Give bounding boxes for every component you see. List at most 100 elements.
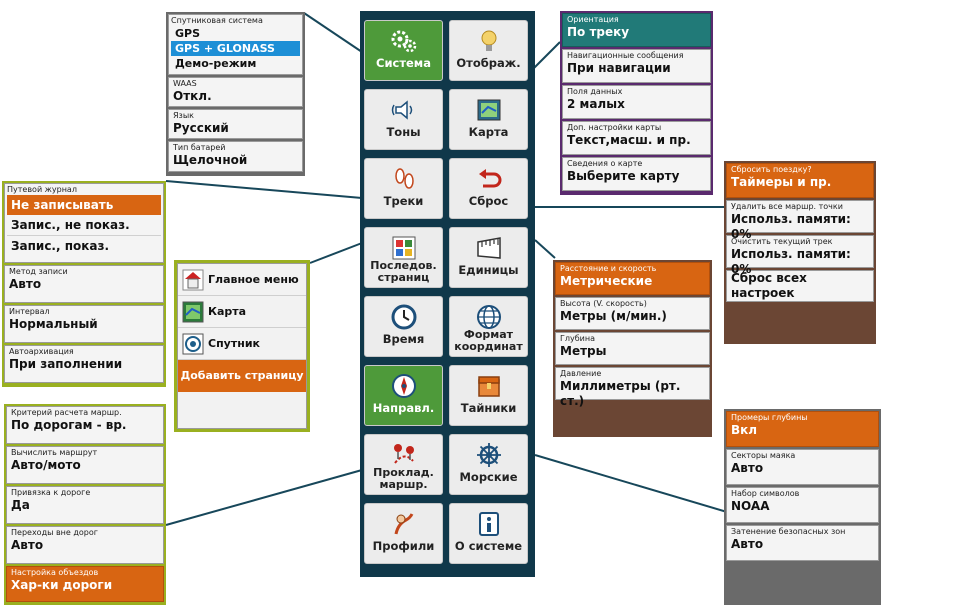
ruler-icon <box>476 237 501 259</box>
tile-coordinate-format[interactable]: Формат координат <box>449 296 528 357</box>
off-road-transitions-setting[interactable]: Переходы вне дорог Авто <box>6 526 164 564</box>
clear-track-setting[interactable]: Очистить текущий трек Использ. памяти: 0… <box>726 235 874 276</box>
reset-all-button[interactable]: Сброс всех настроек <box>726 270 874 302</box>
routing-criteria-caption: Критерий расчета маршр. <box>11 408 122 417</box>
orientation-value: По треку <box>567 25 630 39</box>
light-sectors-setting[interactable]: Секторы маяка Авто <box>726 449 879 485</box>
auto-archive-setting[interactable]: Автоархивация При заполнении <box>4 345 164 383</box>
lock-on-road-caption: Привязка к дороге <box>11 488 91 497</box>
symbol-set-caption: Набор символов <box>731 489 800 498</box>
tile-time-label: Время <box>382 332 425 346</box>
tile-map[interactable]: Карта <box>449 89 528 150</box>
globe-icon <box>476 305 501 329</box>
waas-setting[interactable]: WAAS Откл. <box>168 77 303 107</box>
light-sectors-value: Авто <box>731 461 764 475</box>
option-demo[interactable]: Демо-режим <box>175 57 257 70</box>
connector-pages <box>309 242 363 264</box>
reset-trip-setting[interactable]: Сбросить поездку? Таймеры и пр. <box>726 163 874 198</box>
lock-on-road-setting[interactable]: Привязка к дороге Да <box>6 486 164 524</box>
display-row-data-fields[interactable]: Поля данных 2 малых <box>562 85 711 119</box>
calculate-route-setting[interactable]: Вычислить маршрут Авто/мото <box>6 446 164 484</box>
tile-routing-label: Проклад. маршр. <box>373 466 434 491</box>
tile-units[interactable]: Единицы <box>449 227 528 288</box>
map-info-value: Выберите карту <box>567 169 680 183</box>
symbol-set-setting[interactable]: Набор символов NOAA <box>726 487 879 523</box>
tile-heading[interactable]: Направл. <box>364 365 443 426</box>
page-item-satellite[interactable]: Спутник <box>178 328 306 360</box>
language-value: Русский <box>173 121 229 135</box>
tile-tones-label: Тоны <box>386 125 421 139</box>
tile-reset[interactable]: Сброс <box>449 158 528 219</box>
tile-display-label: Отображ. <box>456 56 521 70</box>
tile-geocaches[interactable]: Тайники <box>449 365 528 426</box>
language-setting[interactable]: Язык Русский <box>168 109 303 139</box>
units-distance-caption: Расстояние и скорость <box>560 264 657 273</box>
connector-display <box>529 41 561 73</box>
track-log-caption: Путевой журнал <box>7 185 77 194</box>
tracks-panel: Путевой журнал Не записывать Запис., не … <box>2 181 166 387</box>
spot-soundings-setting[interactable]: Промеры глубины Вкл <box>726 411 879 447</box>
units-pressure-setting[interactable]: Давление Миллиметры (рт. ст.) <box>555 367 710 408</box>
page-item-map[interactable]: Карта <box>178 296 306 328</box>
page-item-satellite-label: Спутник <box>208 337 260 350</box>
track-log-setting[interactable]: Путевой журнал Не записывать Запис., не … <box>4 183 164 263</box>
tile-system-label: Система <box>376 56 431 70</box>
page-item-main-menu[interactable]: Главное меню <box>178 264 306 296</box>
units-depth-caption: Глубина <box>560 334 595 343</box>
delete-waypoints-setting[interactable]: Удалить все маршр. точки Использ. памяти… <box>726 200 874 241</box>
tile-tracks[interactable]: Треки <box>364 158 443 219</box>
delete-waypoints-caption: Удалить все маршр. точки <box>731 202 843 211</box>
gears-icon <box>391 30 416 53</box>
tile-marine[interactable]: Морские <box>449 434 528 495</box>
avoidance-setting[interactable]: Настройка объездов Хар-ки дороги <box>6 566 164 602</box>
tile-profiles[interactable]: Профили <box>364 503 443 564</box>
speaker-icon <box>391 100 412 120</box>
display-row-map-advanced[interactable]: Доп. настройки карты Текст,масш. и пр. <box>562 121 711 155</box>
interval-value: Нормальный <box>9 317 98 331</box>
routing-criteria-value: По дорогам - вр. <box>11 418 127 432</box>
battery-setting[interactable]: Тип батарей Щелочной <box>168 141 303 172</box>
display-row-map-info[interactable]: Сведения о карте Выберите карту <box>562 157 711 191</box>
tile-system[interactable]: Система <box>364 20 443 81</box>
tile-tones[interactable]: Тоны <box>364 89 443 150</box>
option-record-hide[interactable]: Запис., не показ. <box>7 215 161 236</box>
tile-about[interactable]: О системе <box>449 503 528 564</box>
marine-panel: Промеры глубины Вкл Секторы маяка Авто Н… <box>724 409 881 605</box>
tile-units-label: Единицы <box>458 263 519 277</box>
tile-time[interactable]: Время <box>364 296 443 357</box>
units-distance-setting[interactable]: Расстояние и скорость Метрические <box>555 262 710 295</box>
add-page-button[interactable]: Добавить страницу <box>178 360 306 392</box>
profile-icon <box>394 513 413 535</box>
display-row-nav-messages[interactable]: Навигационные сообщения При навигации <box>562 49 711 83</box>
route-pins-icon <box>393 444 414 464</box>
tile-page-sequence-label: Последов. страниц <box>370 259 437 284</box>
option-no-record[interactable]: Не записывать <box>7 195 161 215</box>
helm-icon <box>476 443 501 467</box>
satellite-system-setting[interactable]: Спутниковая система GPS GPS + GLONASS Де… <box>168 14 303 75</box>
safe-shading-setting[interactable]: Затенение безопасных зон Авто <box>726 525 879 561</box>
option-record-show[interactable]: Запис., показ. <box>11 239 110 253</box>
tile-page-sequence[interactable]: Последов. страниц <box>364 227 443 288</box>
routing-criteria-setting[interactable]: Критерий расчета маршр. По дорогам - вр. <box>6 406 164 444</box>
connector-tracks <box>165 180 363 199</box>
battery-caption: Тип батарей <box>173 143 226 152</box>
reset-trip-value: Таймеры и пр. <box>731 175 832 189</box>
option-gps-glonass[interactable]: GPS + GLONASS <box>171 41 300 56</box>
record-method-setting[interactable]: Метод записи Авто <box>4 265 164 303</box>
units-elevation-setting[interactable]: Высота (V. скорость) Метры (м/мин.) <box>555 297 710 330</box>
tile-map-label: Карта <box>468 125 509 139</box>
tile-reset-label: Сброс <box>468 194 509 208</box>
tile-display[interactable]: Отображ. <box>449 20 528 81</box>
units-panel: Расстояние и скорость Метрические Высота… <box>553 260 712 437</box>
display-row-orientation[interactable]: Ориентация По треку <box>562 13 711 47</box>
home-icon <box>182 269 204 290</box>
units-elevation-value: Метры (м/мин.) <box>560 309 667 323</box>
interval-setting[interactable]: Интервал Нормальный <box>4 305 164 343</box>
tile-tracks-label: Треки <box>383 194 424 208</box>
units-depth-setting[interactable]: Глубина Метры <box>555 332 710 365</box>
off-road-transitions-caption: Переходы вне дорог <box>11 528 98 537</box>
map-advanced-value: Текст,масш. и пр. <box>567 133 691 147</box>
option-gps[interactable]: GPS <box>175 27 201 40</box>
tile-routing[interactable]: Проклад. маршр. <box>364 434 443 495</box>
